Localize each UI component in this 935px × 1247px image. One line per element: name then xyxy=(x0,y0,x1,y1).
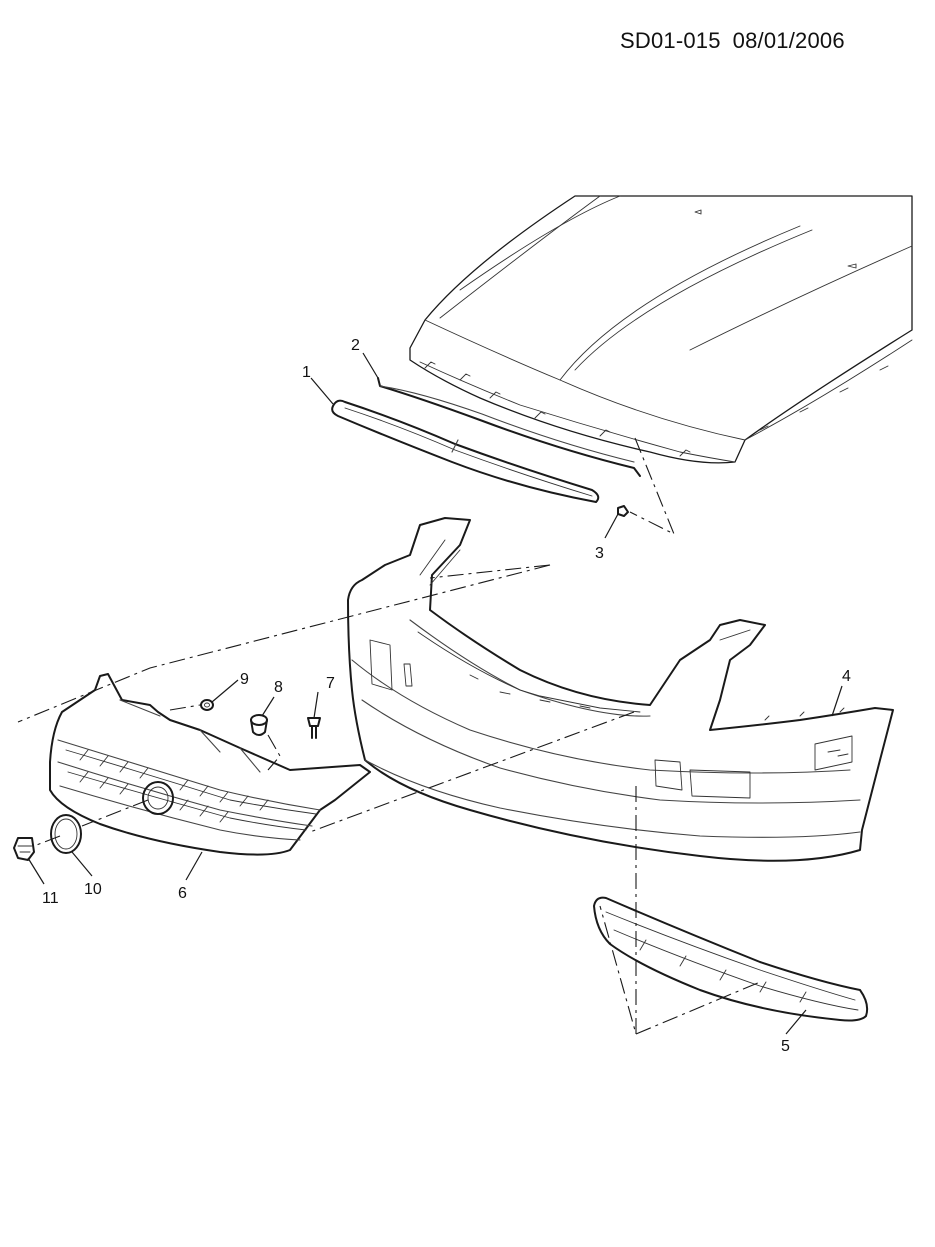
callout-8: 8 xyxy=(274,679,283,696)
callout-labels: 1 2 3 4 5 6 7 8 9 10 11 xyxy=(42,337,851,1055)
part-1-molding xyxy=(331,399,600,503)
callout-7: 7 xyxy=(326,675,335,692)
diagram-date: 08/01/2006 xyxy=(732,28,845,53)
part-5-lower-grille xyxy=(593,896,869,1022)
callout-11: 11 xyxy=(42,890,59,907)
part-7-push-pin xyxy=(307,717,321,739)
callout-6: 6 xyxy=(178,885,187,902)
callout-4: 4 xyxy=(842,668,851,685)
diagram-code: SD01-015 xyxy=(620,28,721,53)
callout-1: 1 xyxy=(302,364,311,381)
part-10-seal-ring xyxy=(50,814,82,854)
callout-3: 3 xyxy=(595,545,604,562)
part-9-nut xyxy=(200,699,214,711)
assembly-lines xyxy=(17,437,761,1035)
hood xyxy=(409,195,913,464)
callout-9: 9 xyxy=(240,671,249,688)
callout-5: 5 xyxy=(781,1038,790,1055)
part-6-grille xyxy=(49,673,371,856)
callout-2: 2 xyxy=(351,337,360,354)
part-4-bumper-fascia xyxy=(347,517,894,862)
part-11-emblem xyxy=(13,837,35,861)
part-8-grommet xyxy=(250,714,268,736)
part-3-clip xyxy=(617,505,629,517)
part-2-seal-strip xyxy=(377,377,641,477)
callout-10: 10 xyxy=(84,881,102,898)
diagram-header: SD01-015 08/01/2006 xyxy=(620,28,845,54)
leader-lines xyxy=(27,352,843,1035)
